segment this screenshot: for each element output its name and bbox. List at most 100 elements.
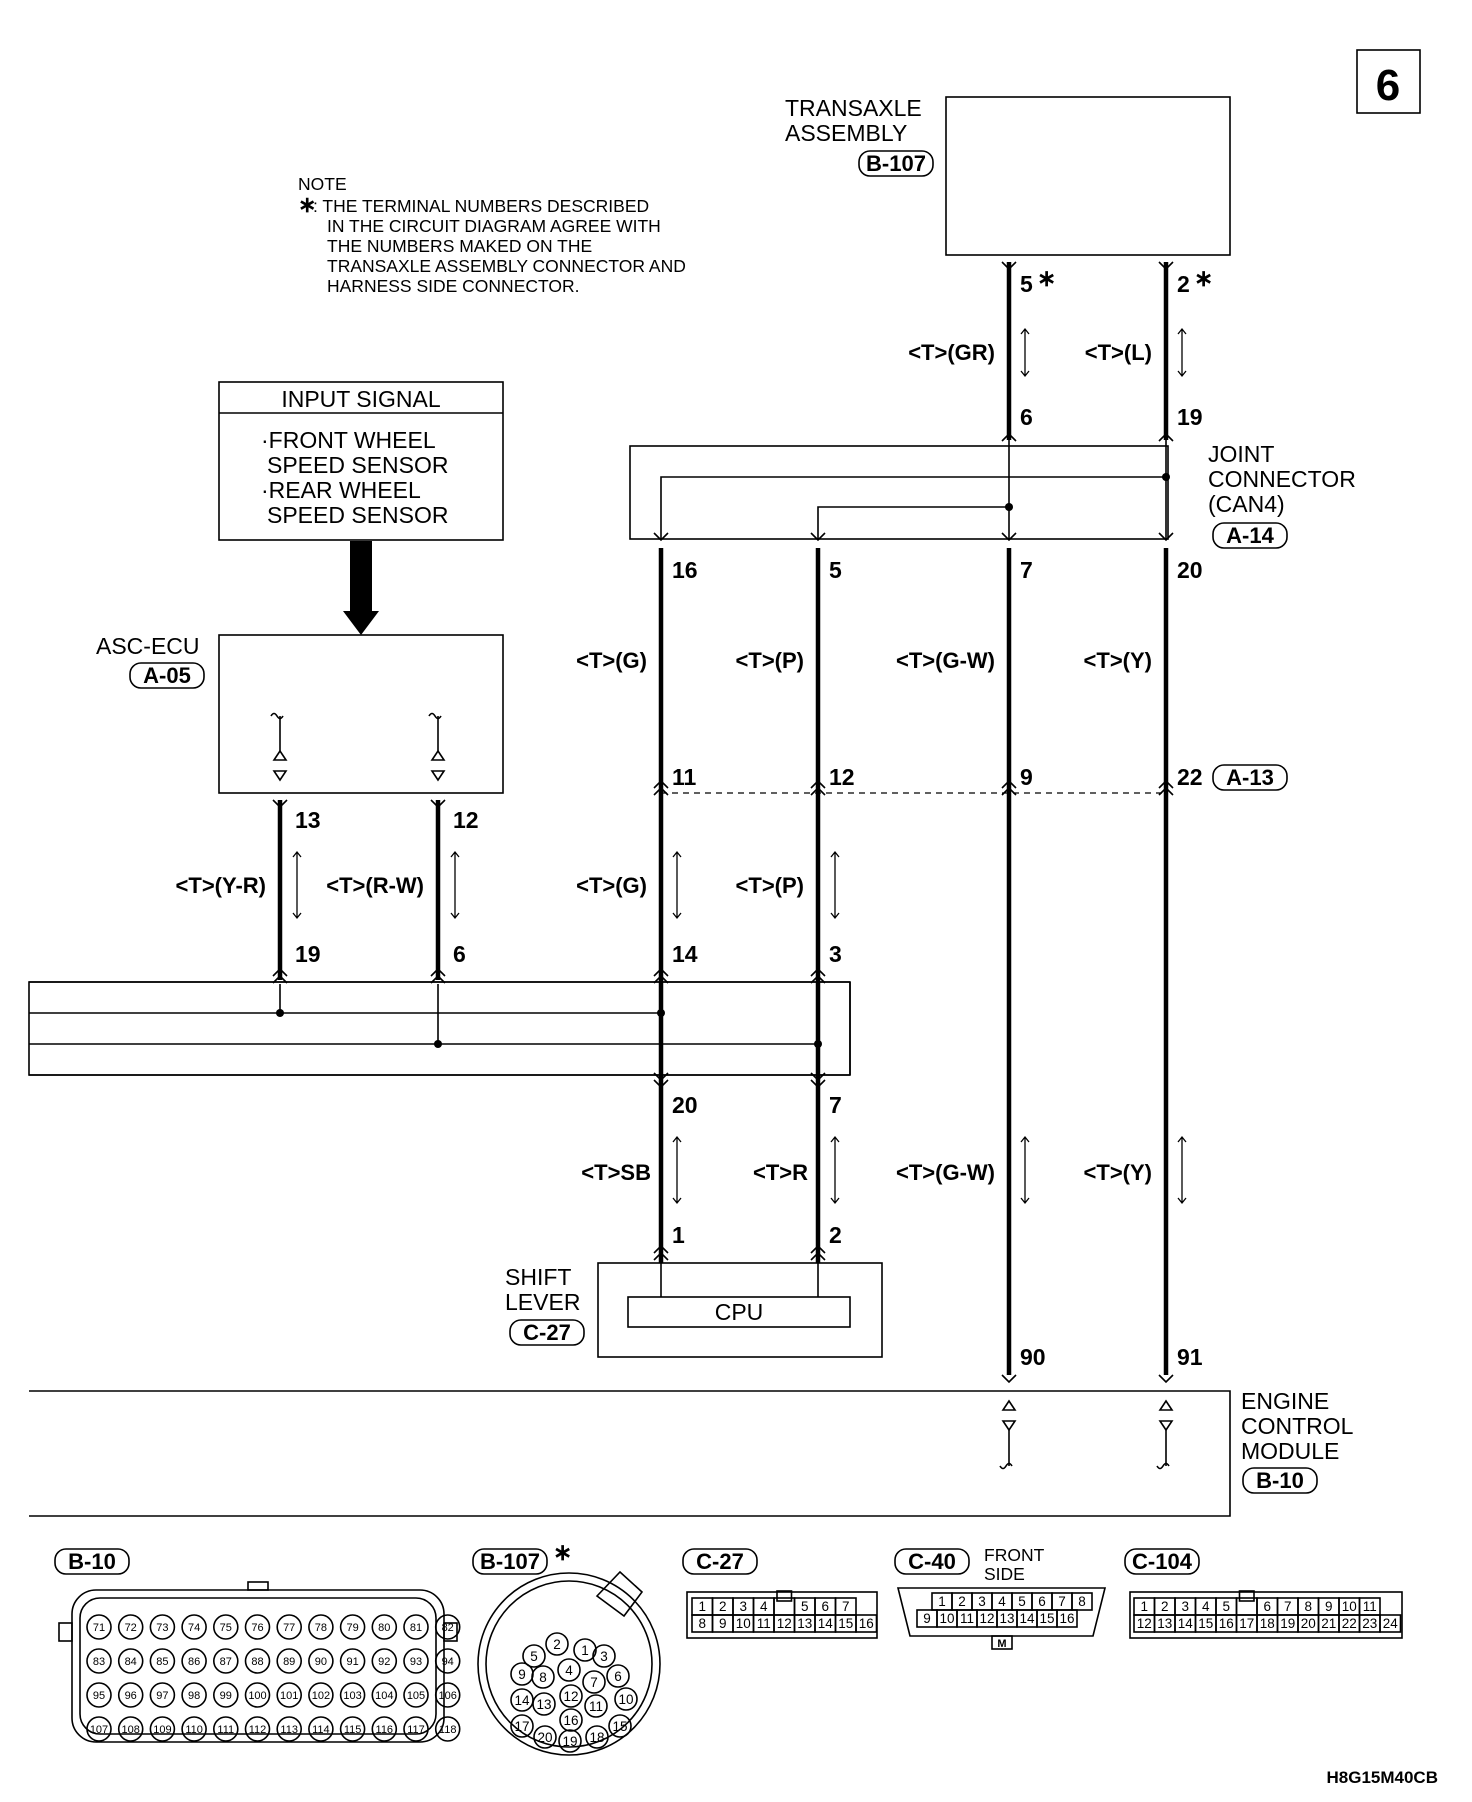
- terminal-91: 91: [1177, 1344, 1203, 1370]
- b107-pin-10: [614, 1687, 638, 1711]
- asc-ecu-ref: A-05: [143, 663, 191, 688]
- c27-pin-label: 14: [818, 1616, 834, 1631]
- b10-pin-87: [213, 1648, 239, 1674]
- b107-pin-17: [510, 1714, 534, 1738]
- b10-pin-label: 83: [93, 1656, 105, 1668]
- b107-pin-3: [592, 1644, 616, 1668]
- c104-pin-label: 21: [1321, 1616, 1336, 1631]
- b10-pin-label: 113: [280, 1724, 298, 1736]
- b107-pin-16: [559, 1708, 583, 1732]
- c104-key: [1238, 1590, 1255, 1602]
- b10-pin-99: [213, 1682, 239, 1708]
- c40-pin-label: 10: [939, 1611, 954, 1626]
- note-title: NOTE: [298, 174, 347, 194]
- c40-front: FRONT: [984, 1545, 1045, 1565]
- b107-ref: B-107: [480, 1549, 540, 1574]
- b10-pin-85: [149, 1648, 176, 1674]
- b107-pin-label: 18: [589, 1730, 604, 1745]
- b10-pin-label: 94: [442, 1656, 454, 1668]
- b10-pin-97: [149, 1682, 176, 1708]
- c27-pin-label: 4: [760, 1599, 768, 1614]
- c40-pin-label: 4: [998, 1594, 1006, 1609]
- c40-pin-label: 11: [960, 1611, 974, 1626]
- b10-pin-label: 107: [90, 1724, 108, 1736]
- c40-ref: C-40: [908, 1549, 956, 1574]
- b10-pin-label: 82: [442, 1622, 454, 1634]
- b10-pin-118: [434, 1716, 461, 1742]
- joint-connector: JOINT CONNECTOR (CAN4) A-14: [629, 441, 1356, 549]
- b10-pin-107: [86, 1716, 112, 1742]
- note-line-2: IN THE CIRCUIT DIAGRAM AGREE WITH: [327, 216, 661, 236]
- b10-pin-86: [181, 1648, 207, 1674]
- b10-pin-label: 91: [346, 1656, 358, 1668]
- b107-pin-6: [606, 1664, 630, 1688]
- input-signal-box: INPUT SIGNAL ·FRONT WHEEL SPEED SENSOR ·…: [218, 381, 504, 635]
- b10-pin-104: [371, 1682, 398, 1708]
- shift-lever-ref: C-27: [523, 1320, 571, 1345]
- ecm-label-3: MODULE: [1241, 1438, 1339, 1464]
- b10-pin-103: [339, 1682, 366, 1708]
- b107-pin-label: 13: [536, 1697, 551, 1712]
- b10-pin-label: 75: [220, 1622, 232, 1634]
- b107-pin-14: [510, 1688, 534, 1712]
- b10-pin-label: 89: [283, 1656, 295, 1668]
- terminal-5-star: ∗: [1037, 265, 1056, 291]
- b10-pin-108: [117, 1716, 144, 1742]
- c27-pin-label: 6: [821, 1599, 829, 1614]
- transaxle-label-1: TRANSAXLE: [785, 95, 922, 121]
- c104-pin-label: 6: [1263, 1599, 1271, 1614]
- b107-pin-label: 6: [614, 1669, 622, 1684]
- b107-pin-label: 20: [537, 1730, 552, 1745]
- b10-pin-label: 80: [378, 1622, 390, 1634]
- input-signal-header: INPUT SIGNAL: [281, 386, 441, 412]
- shift-lever-label-1: SHIFT: [505, 1264, 571, 1290]
- c40-pin-label: 9: [923, 1611, 931, 1626]
- input-signal-line-2: SPEED SENSOR: [267, 452, 449, 478]
- c40-pin-label: 15: [1039, 1611, 1054, 1626]
- wire-gr: <T>(GR): [908, 340, 995, 365]
- note-line-5: HARNESS SIDE CONNECTOR.: [327, 276, 580, 296]
- b107-pin-label: 17: [514, 1719, 529, 1734]
- c40-pin-label: 2: [958, 1594, 966, 1609]
- b10-pin-95: [86, 1682, 112, 1708]
- b10-pin-label: 103: [343, 1690, 361, 1702]
- b107-pin-label: 3: [600, 1649, 608, 1664]
- b10-pin-label: 95: [93, 1690, 105, 1702]
- terminal-2: 2: [1177, 271, 1190, 297]
- terminal-6: 6: [1020, 404, 1033, 430]
- wire-yr: <T>(Y-R): [176, 873, 266, 898]
- asc-ecu: ASC-ECU A-05: [96, 633, 504, 794]
- c27-pin-label: 10: [736, 1616, 751, 1631]
- wire-g-2: <T>(G): [576, 873, 647, 898]
- can-bus-block: [28, 981, 851, 1076]
- terminal-14: 14: [672, 941, 698, 967]
- c40-pin-label: 3: [978, 1594, 986, 1609]
- b10-pin-label: 104: [375, 1690, 393, 1702]
- ecm-label-1: ENGINE: [1241, 1388, 1329, 1414]
- note-line-4: TRANSAXLE ASSEMBLY CONNECTOR AND: [327, 256, 686, 276]
- b10-pin-111: [213, 1716, 239, 1742]
- c104-pin-label: 13: [1157, 1616, 1172, 1631]
- wire-labels: <T>(GR) <T>(L) <T>(G) <T>(P) <T>(G-W) <T…: [176, 340, 1152, 1185]
- c104-pin-label: 24: [1383, 1616, 1399, 1631]
- c27-key: [776, 1590, 793, 1602]
- b10-pin-label: 117: [407, 1724, 425, 1736]
- b107-pin-label: 9: [518, 1667, 526, 1682]
- b10-pin-72: [117, 1614, 144, 1640]
- b10-pin-label: 118: [439, 1724, 457, 1736]
- c27-cell: [855, 1614, 878, 1633]
- c27-pin-label: 11: [757, 1616, 771, 1631]
- c104-pin-label: 16: [1219, 1616, 1234, 1631]
- ecm-ref: B-10: [1256, 1468, 1304, 1493]
- b10-pin-82: [434, 1614, 461, 1640]
- c27-pin-label: 15: [838, 1616, 853, 1631]
- b10-pin-label: 77: [283, 1622, 295, 1634]
- b107-pin-label: 7: [590, 1675, 598, 1690]
- b10-pin-label: 84: [125, 1656, 137, 1668]
- c27-pin-label: 13: [797, 1616, 812, 1631]
- c40-pin-label: 13: [999, 1611, 1014, 1626]
- b107-star: ∗: [553, 1539, 572, 1565]
- c27-pin-label: 7: [842, 1599, 850, 1614]
- note-star: ∗: [298, 192, 316, 217]
